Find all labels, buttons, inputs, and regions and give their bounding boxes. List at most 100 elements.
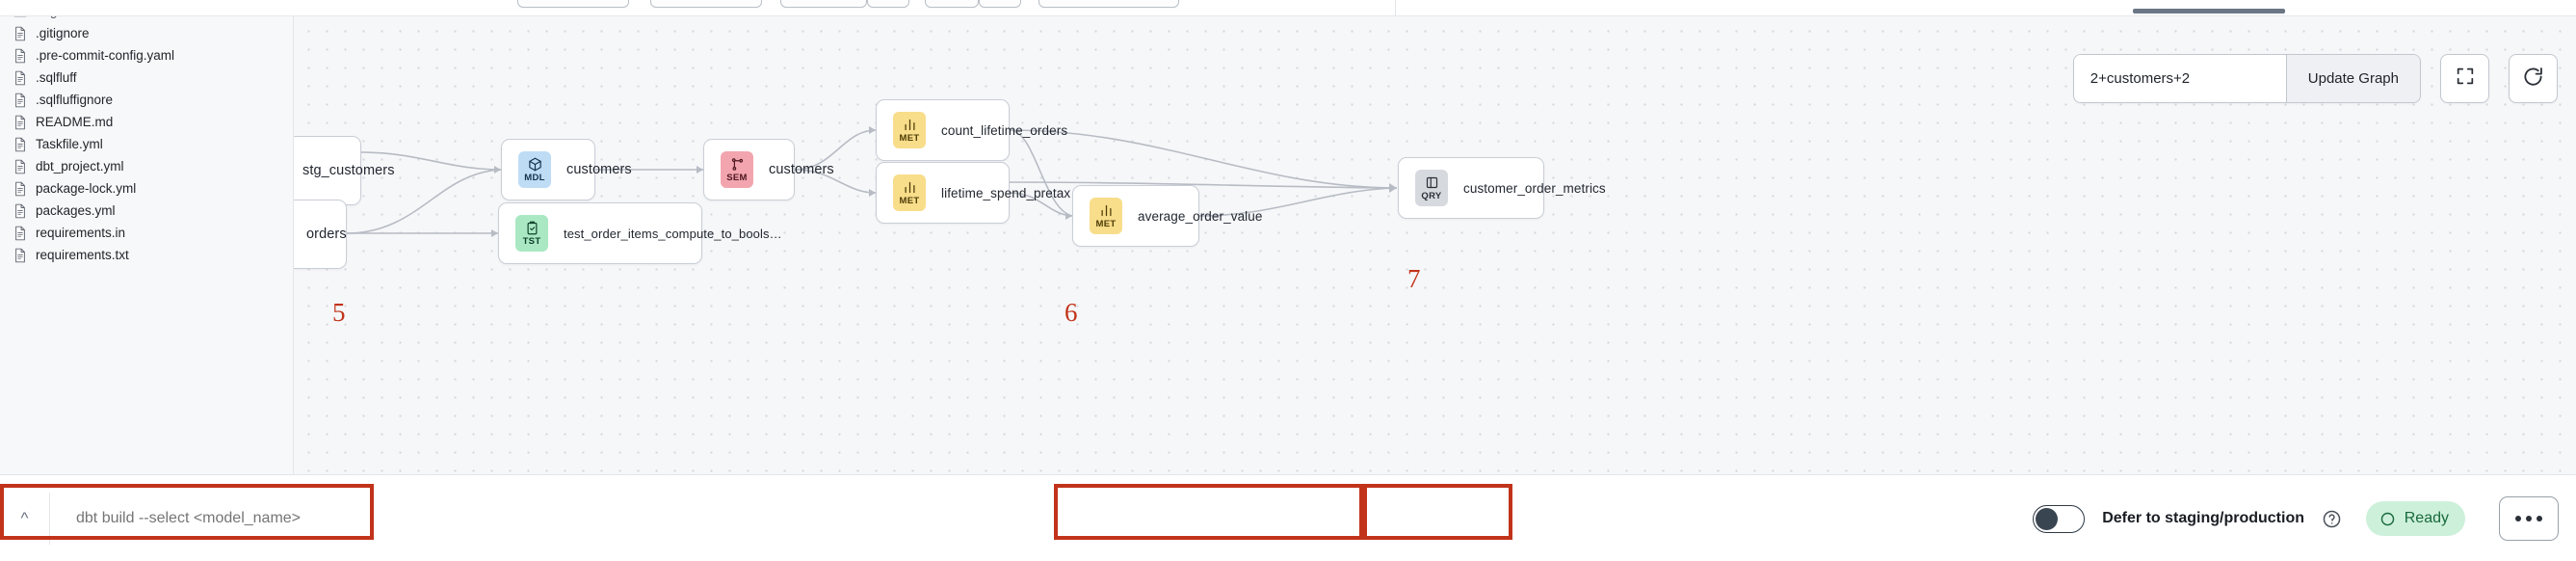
graph-node-label: customers — [566, 162, 632, 177]
query-icon — [1425, 174, 1439, 191]
file-icon — [13, 181, 27, 197]
node-kind-label: MET — [899, 133, 920, 144]
file-name: packages.yml — [36, 203, 116, 218]
status-badge[interactable]: Ready — [2365, 501, 2465, 536]
graph-node-label: orders — [306, 227, 347, 242]
clipboard-check-icon — [525, 220, 539, 236]
defer-label: Defer to staging/production — [2102, 510, 2304, 526]
graph-node-label: customer_order_metrics — [1463, 180, 1606, 196]
graph-node-lifetime-spend-pretax[interactable]: MET lifetime_spend_pretax — [876, 162, 1070, 224]
top-tab-strip — [0, 0, 2576, 16]
refresh-icon — [2522, 66, 2544, 93]
file-row[interactable]: requirements.txt — [0, 244, 293, 266]
file-name: dbt_project.yml — [36, 159, 124, 174]
node-kind-badge-met: MET — [893, 174, 926, 211]
annotation-number-7: 7 — [1407, 264, 1421, 293]
node-kind-label: SEM — [726, 173, 748, 183]
chevron-up-icon: ^ — [20, 509, 29, 527]
bar-chart-icon — [1099, 202, 1114, 219]
active-tab-indicator — [2133, 9, 2285, 13]
file-name: package-lock.yml — [36, 181, 137, 196]
file-row[interactable]: .sqlfluffignore — [0, 89, 293, 111]
node-kind-badge-mdl: MDL — [518, 151, 551, 188]
graph-node-customer-order-metrics[interactable]: QRY customer_order_metrics — [1398, 157, 1606, 219]
tab-stub-3[interactable] — [780, 0, 867, 8]
tab-stub-5[interactable] — [925, 0, 979, 8]
file-row[interactable]: package-lock.yml — [0, 177, 293, 200]
graph-node-label: stg_customers — [302, 163, 395, 178]
node-kind-badge-qry: QRY — [1415, 170, 1448, 206]
node-kind-badge-tst: TST — [515, 215, 548, 252]
node-kind-label: TST — [522, 236, 541, 247]
graph-node-label: lifetime_spend_pretax — [941, 185, 1071, 200]
file-icon — [13, 26, 27, 41]
command-input[interactable] — [51, 493, 629, 545]
file-icon — [13, 70, 27, 86]
file-icon — [13, 93, 27, 108]
refresh-button[interactable] — [2509, 54, 2558, 103]
toggle-knob — [2036, 507, 2059, 530]
graph-node-customers-model[interactable]: MDL customers — [501, 139, 632, 200]
file-row[interactable]: .gitignore — [0, 22, 293, 44]
file-icon — [13, 115, 27, 130]
graph-node-test-order-items[interactable]: TST test_order_items_compute_to_bools… — [498, 202, 782, 264]
ellipsis-icon — [2515, 516, 2542, 521]
graph-node-label: average_order_value — [1138, 208, 1263, 224]
tab-stub-6[interactable] — [979, 0, 1021, 8]
annotation-number-6: 6 — [1065, 298, 1078, 327]
bar-chart-icon — [903, 117, 917, 133]
tab-stub-2[interactable] — [650, 0, 762, 8]
file-icon — [13, 203, 27, 219]
graph-node-customers-semantic[interactable]: SEM customers — [703, 139, 834, 200]
node-kind-label: MET — [1095, 219, 1117, 229]
file-icon — [13, 226, 27, 241]
graph-node-stg-customers[interactable]: stg_customers — [294, 136, 394, 205]
file-list: target.gitignore.pre-commit-config.yaml.… — [0, 0, 293, 266]
file-name: requirements.in — [36, 226, 126, 240]
fullscreen-button[interactable] — [2440, 54, 2489, 103]
update-graph-button[interactable]: Update Graph — [2285, 55, 2420, 102]
defer-toggle-group: Defer to staging/production — [2033, 494, 2342, 543]
file-icon — [13, 137, 27, 152]
status-label: Ready — [2404, 510, 2449, 526]
file-row[interactable]: Taskfile.yml — [0, 133, 293, 155]
file-name: .sqlfluff — [36, 70, 77, 85]
tab-stub-4[interactable] — [867, 0, 909, 8]
tab-stub-1[interactable] — [517, 0, 629, 8]
more-options-button[interactable] — [2499, 496, 2559, 541]
file-row[interactable]: packages.yml — [0, 200, 293, 222]
lineage-graph-canvas[interactable]: stg_customers orders MDL customers — [294, 16, 2576, 474]
file-row[interactable]: .sqlfluff — [0, 67, 293, 89]
command-expand-button[interactable]: ^ — [0, 493, 50, 545]
file-row[interactable]: README.md — [0, 111, 293, 133]
tab-stub-7[interactable] — [1038, 0, 1179, 8]
graph-node-average-order-value[interactable]: MET average_order_value — [1072, 185, 1262, 247]
graph-toolbar: Update Graph — [2072, 54, 2558, 103]
node-kind-badge-sem: SEM — [721, 151, 753, 188]
node-kind-badge-met: MET — [893, 112, 926, 148]
file-row[interactable]: .pre-commit-config.yaml — [0, 44, 293, 67]
graph-selector-combo: Update Graph — [2072, 54, 2421, 103]
file-row[interactable]: dbt_project.yml — [0, 155, 293, 177]
help-circle-icon[interactable] — [2322, 509, 2342, 529]
file-name: requirements.txt — [36, 248, 129, 262]
semantic-graph-icon — [730, 156, 745, 173]
graph-edges — [346, 126, 1398, 237]
node-kind-label: MDL — [524, 173, 545, 183]
file-icon — [13, 159, 27, 174]
cube-icon — [528, 156, 542, 173]
file-row[interactable]: requirements.in — [0, 222, 293, 244]
toolbar-divider — [1395, 0, 1396, 16]
graph-selector-input[interactable] — [2073, 55, 2286, 102]
bar-chart-icon — [903, 179, 917, 196]
graph-node-count-lifetime-orders[interactable]: MET count_lifetime_orders — [876, 99, 1067, 161]
graph-node-orders[interactable]: orders — [294, 200, 347, 269]
defer-toggle[interactable] — [2033, 504, 2086, 533]
file-name: README.md — [36, 115, 114, 129]
file-name: .gitignore — [36, 26, 90, 40]
file-name: .pre-commit-config.yaml — [36, 48, 175, 63]
file-explorer-sidebar[interactable]: target.gitignore.pre-commit-config.yaml.… — [0, 0, 294, 474]
node-kind-label: QRY — [1421, 191, 1442, 201]
bottom-status-bar: ^ Defer to staging/production — [0, 474, 2576, 561]
file-icon — [13, 48, 27, 64]
